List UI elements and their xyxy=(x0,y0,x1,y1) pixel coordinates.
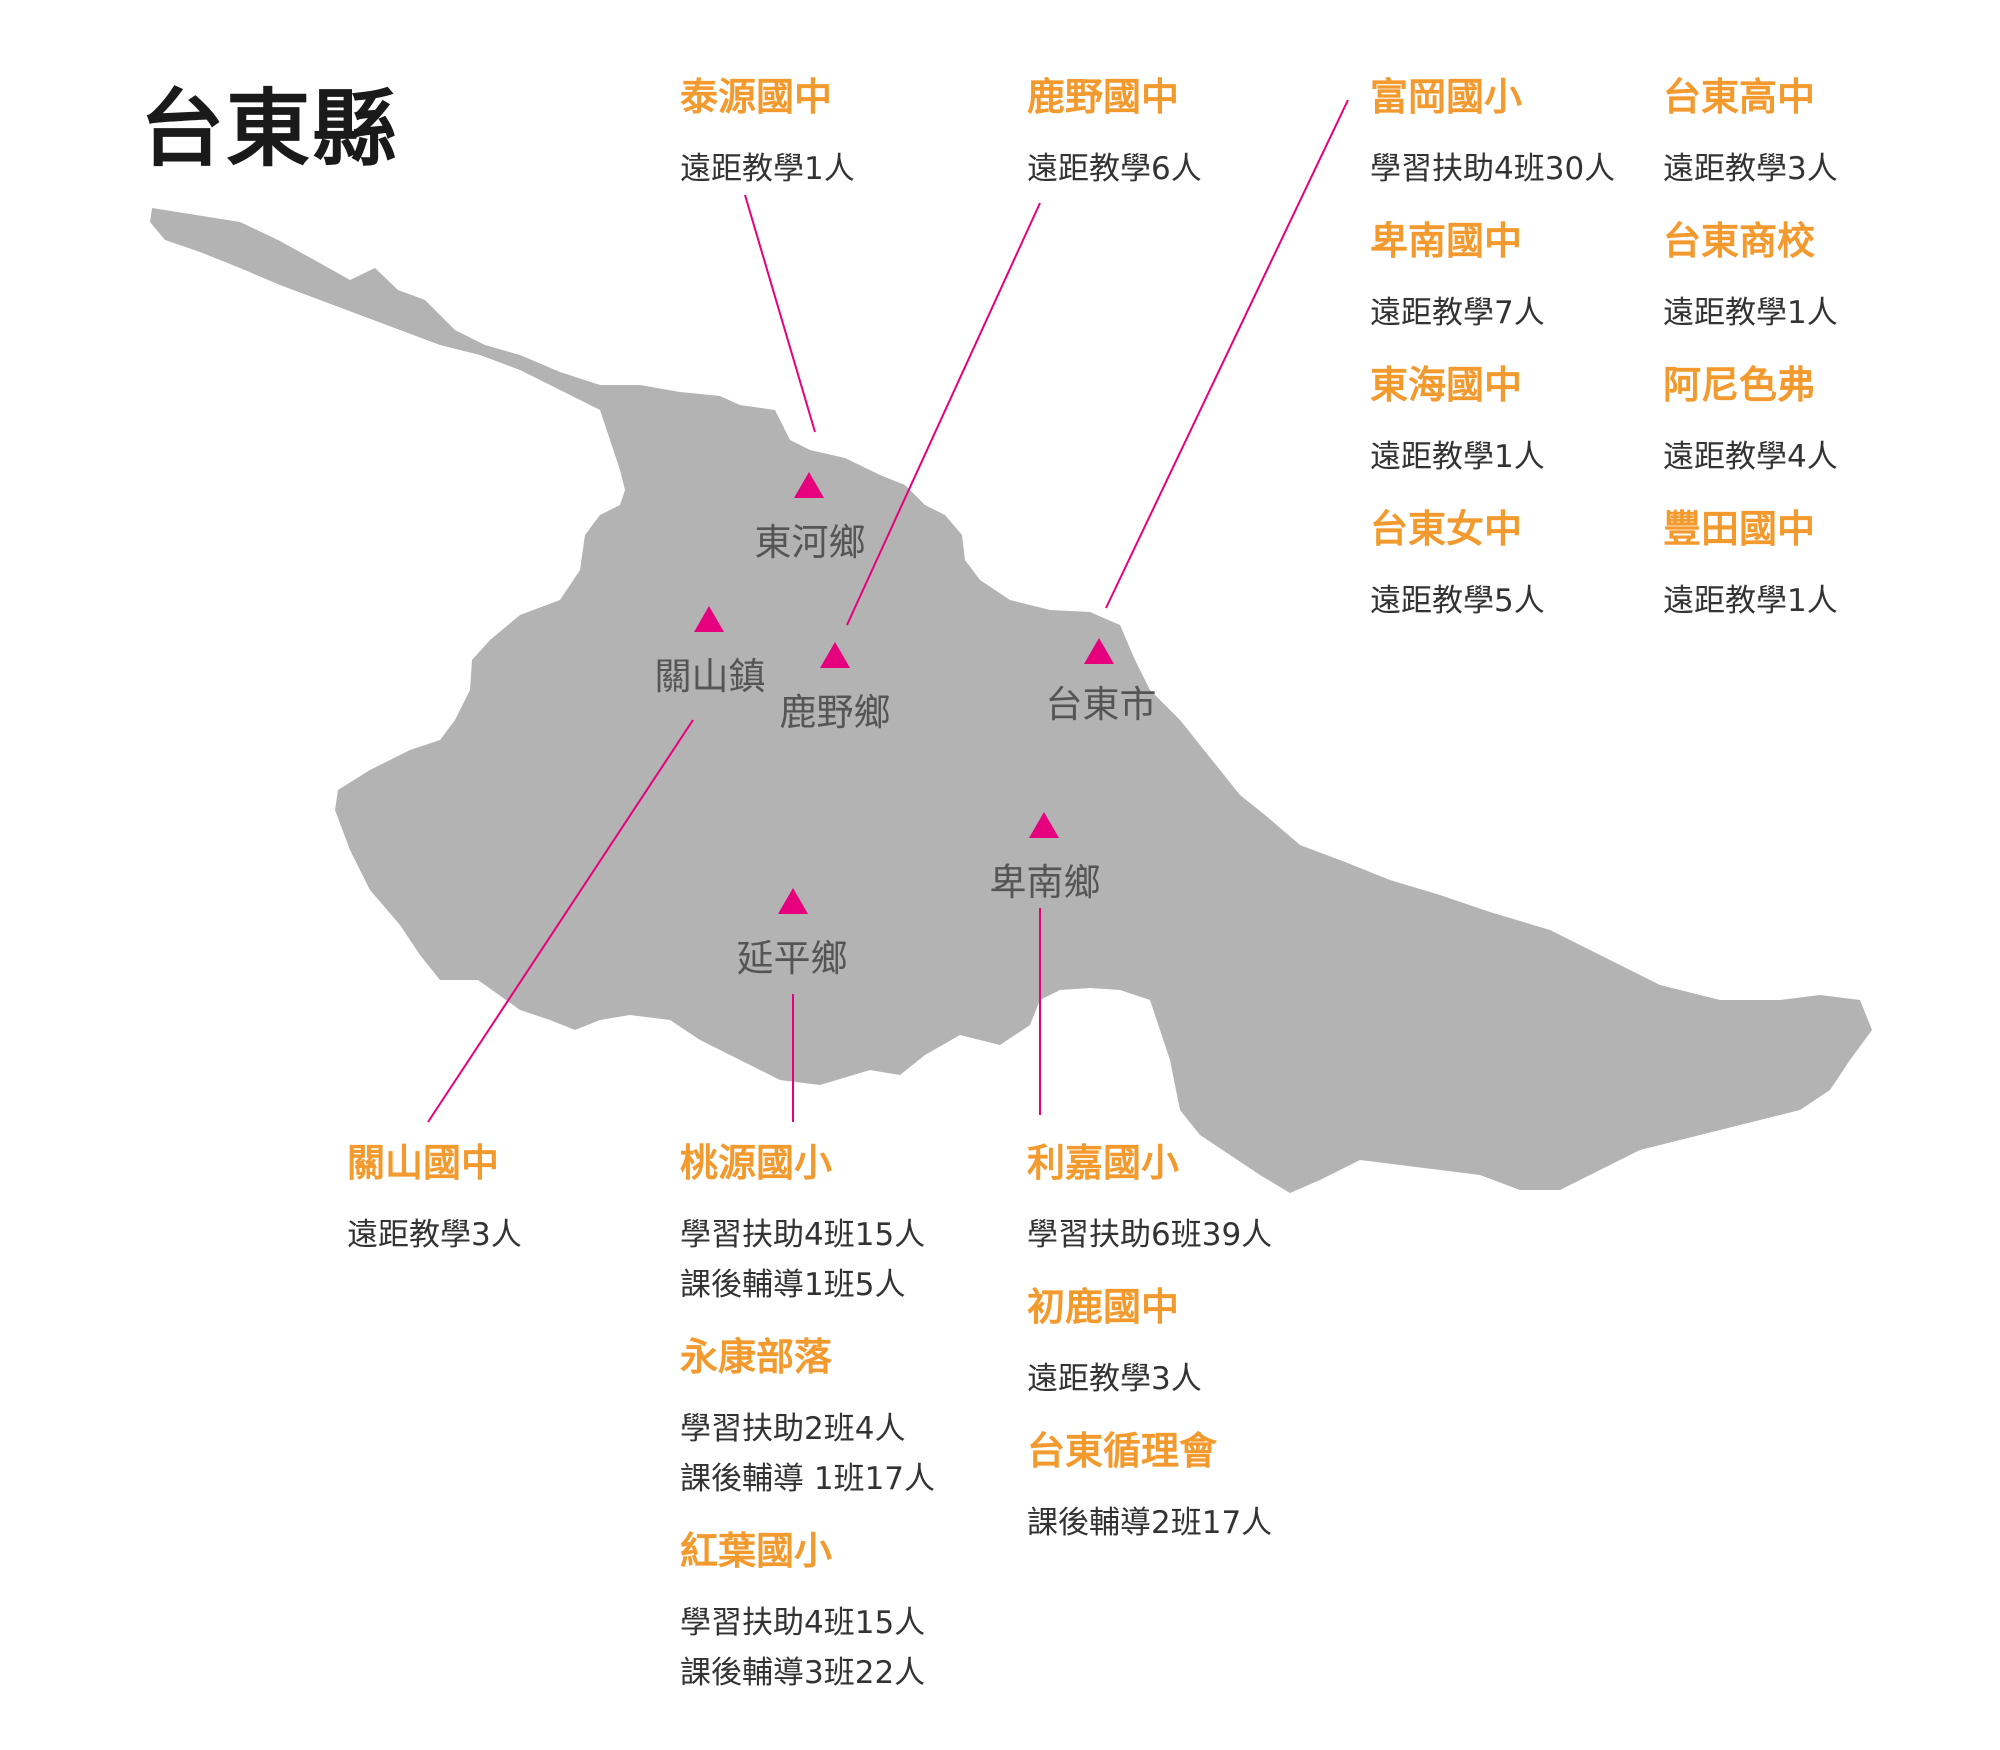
leader-lines xyxy=(427,99,1349,1123)
school-column-bottom-middle: 桃源國小 學習扶助4班15人 課後輔導1班5人 永康部落 學習扶助2班4人 課後… xyxy=(680,1136,935,1698)
school-name: 泰源國中 xyxy=(680,75,833,119)
township-guanshan: 關山鎮 xyxy=(654,655,766,698)
school-column-right-a: 富岡國小 學習扶助4班30人 卑南國中 遠距教學7人 東海國中 遠距教學1人 台… xyxy=(1370,70,1615,626)
school-name: 鹿野國中 xyxy=(1027,75,1180,119)
school-block-guanshan: 關山國中 遠距教學3人 xyxy=(347,1136,522,1260)
township-beinan: 卑南鄉 xyxy=(989,861,1101,904)
program-line: 遠距教學1人 xyxy=(680,151,855,187)
taitung-county-shape xyxy=(150,208,1872,1193)
school-name: 台東循理會 xyxy=(1027,1429,1218,1473)
program-line: 課後輔導1班5人 xyxy=(680,1267,906,1303)
program-line: 遠距教學3人 xyxy=(1027,1361,1202,1397)
township-taitung: 台東市 xyxy=(1045,683,1157,726)
school-block-taiyuan: 泰源國中 遠距教學1人 xyxy=(680,70,855,194)
township-markers xyxy=(694,472,1114,914)
program-line: 遠距教學3人 xyxy=(1663,151,1838,187)
marker-taitung xyxy=(1084,638,1114,664)
school-name: 台東商校 xyxy=(1663,219,1816,263)
school-name: 卑南國中 xyxy=(1370,219,1523,263)
school-name: 台東女中 xyxy=(1370,507,1523,551)
program-line: 遠距教學5人 xyxy=(1370,583,1545,619)
township-luye: 鹿野鄉 xyxy=(779,691,891,734)
marker-luye xyxy=(820,642,850,668)
school-name: 紅葉國小 xyxy=(680,1529,833,1573)
program-line: 課後輔導 1班17人 xyxy=(680,1461,936,1497)
school-name: 永康部落 xyxy=(680,1335,833,1379)
program-line: 學習扶助2班4人 xyxy=(680,1411,906,1447)
marker-guanshan xyxy=(694,606,724,632)
township-yanping: 延平鄉 xyxy=(736,937,848,980)
program-line: 課後輔導2班17人 xyxy=(1027,1505,1273,1541)
program-line: 學習扶助4班15人 xyxy=(680,1217,926,1253)
marker-donghe xyxy=(794,472,824,498)
program-line: 遠距教學1人 xyxy=(1663,295,1838,331)
school-name: 阿尼色弗 xyxy=(1663,363,1816,407)
map-title: 台東縣 xyxy=(140,79,399,178)
program-line: 遠距教學1人 xyxy=(1370,439,1545,475)
school-name: 關山國中 xyxy=(347,1141,500,1185)
school-name: 富岡國小 xyxy=(1370,75,1523,119)
program-line: 學習扶助4班30人 xyxy=(1370,151,1616,187)
program-line: 遠距教學7人 xyxy=(1370,295,1545,331)
school-name: 台東高中 xyxy=(1663,75,1816,119)
leader-guanshan xyxy=(427,719,694,1123)
township-donghe: 東河鄉 xyxy=(754,521,866,564)
school-column-bottom-right: 利嘉國小 學習扶助6班39人 初鹿國中 遠距教學3人 台東循理會 課後輔導2班1… xyxy=(1027,1136,1272,1548)
school-block-luye: 鹿野國中 遠距教學6人 xyxy=(1027,70,1202,194)
program-line: 遠距教學1人 xyxy=(1663,583,1838,619)
school-name: 豐田國中 xyxy=(1663,507,1816,551)
program-line: 遠距教學6人 xyxy=(1027,151,1202,187)
program-line: 課後輔導3班22人 xyxy=(680,1655,926,1691)
program-line: 學習扶助4班15人 xyxy=(680,1605,926,1641)
school-name: 初鹿國中 xyxy=(1027,1285,1180,1329)
school-name: 利嘉國小 xyxy=(1027,1141,1180,1185)
school-column-right-b: 台東高中 遠距教學3人 台東商校 遠距教學1人 阿尼色弗 遠距教學4人 豐田國中… xyxy=(1663,70,1838,626)
leader-taiyuan xyxy=(744,194,816,433)
leader-luye xyxy=(846,202,1041,626)
school-name: 桃源國小 xyxy=(680,1141,833,1185)
school-name: 東海國中 xyxy=(1370,363,1523,407)
marker-yanping xyxy=(778,888,808,914)
program-line: 學習扶助6班39人 xyxy=(1027,1217,1273,1253)
program-line: 遠距教學4人 xyxy=(1663,439,1838,475)
marker-beinan xyxy=(1029,812,1059,838)
leader-fugang xyxy=(1105,99,1349,609)
program-line: 遠距教學3人 xyxy=(347,1217,522,1253)
